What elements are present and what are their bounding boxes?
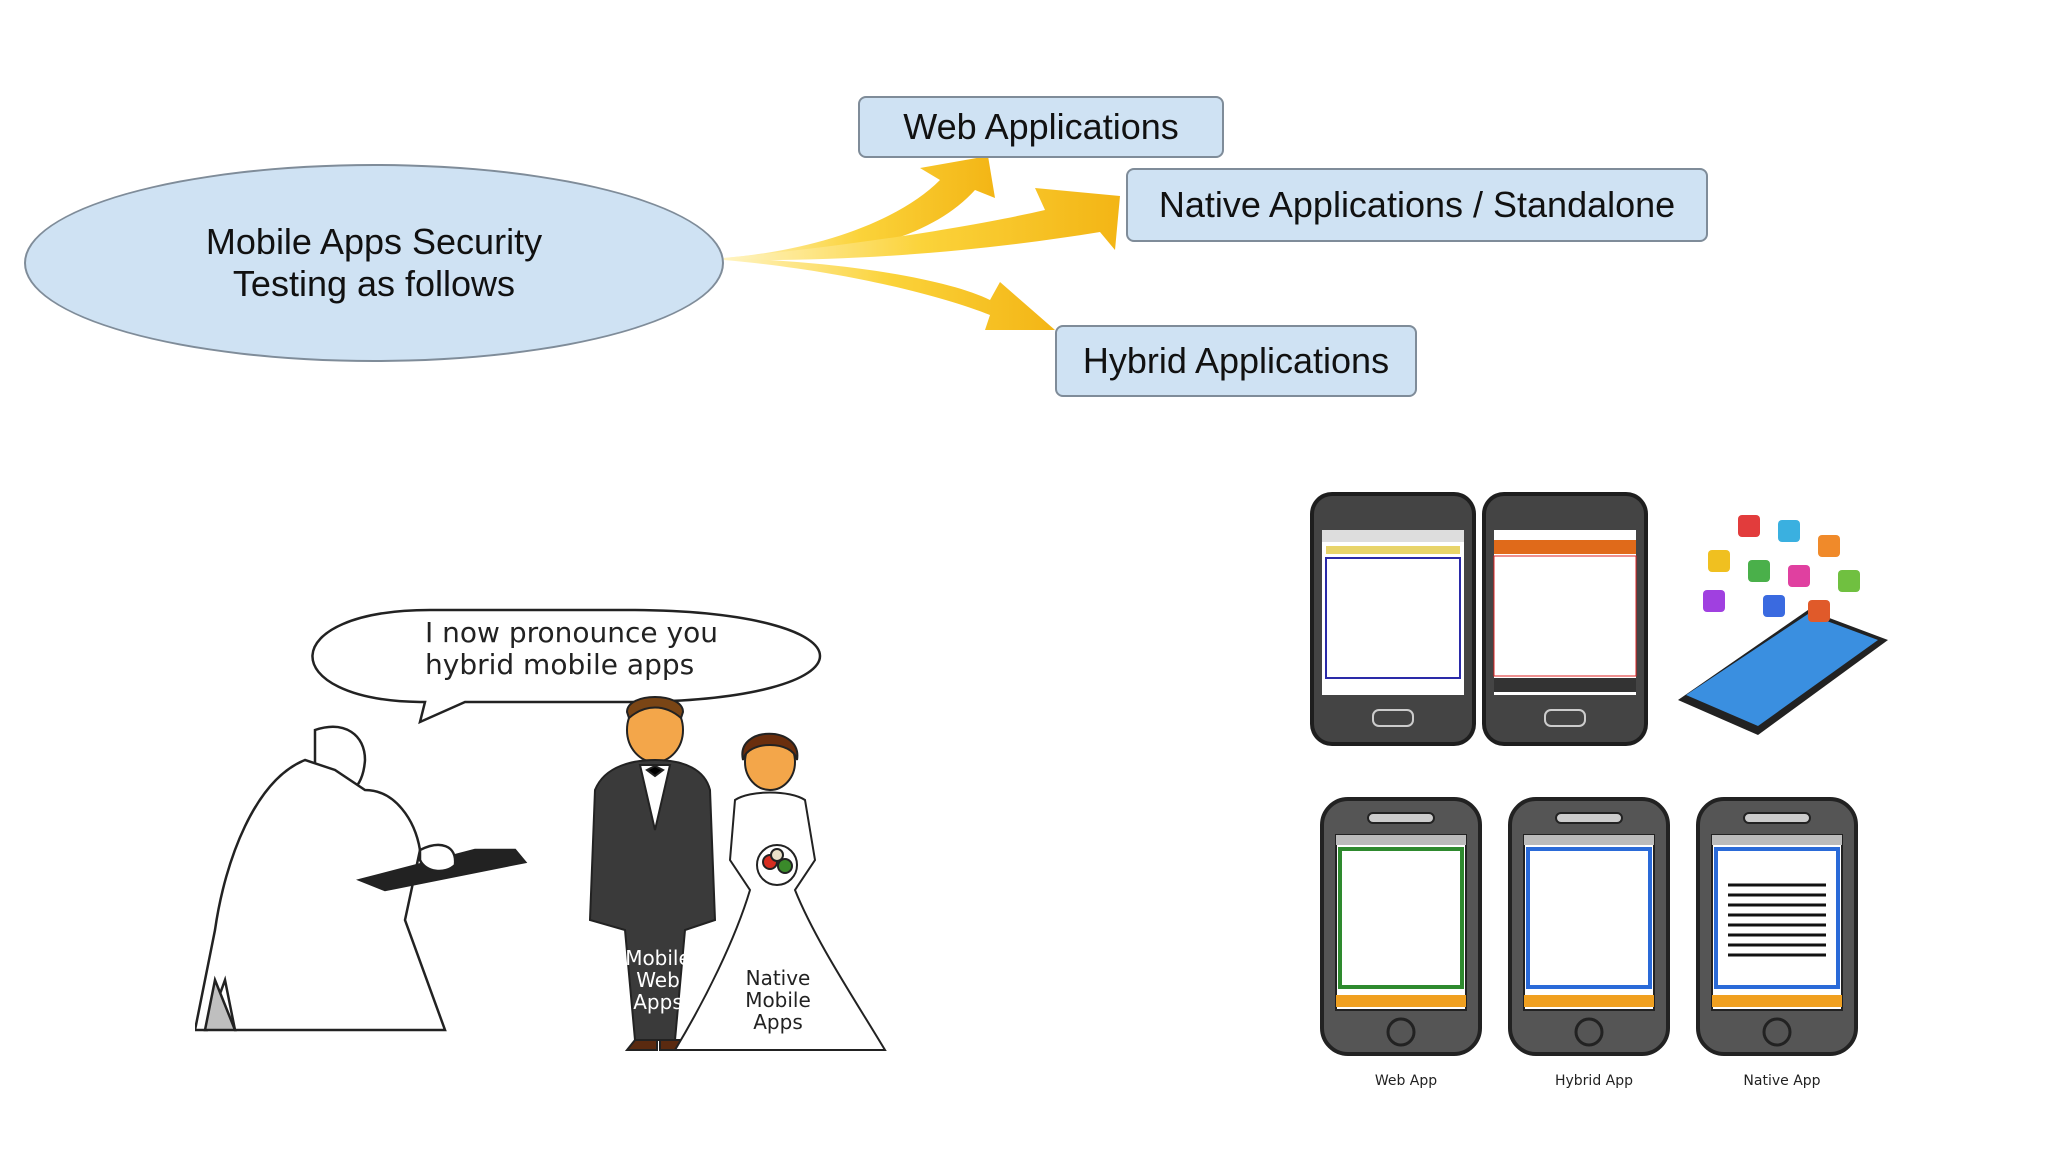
native-applications-label: Native Applications / Standalone [1158, 184, 1676, 225]
groom-label-2: Web [636, 968, 680, 992]
hybrid-app-caption: Hybrid App [1555, 1073, 1633, 1089]
arrow-to-hybrid [724, 258, 1055, 330]
phone-web-app [1320, 797, 1482, 1056]
phone-hybrid-mockup [1482, 492, 1648, 746]
groom-figure: Mobile Web Apps [588, 696, 717, 1051]
bride-label-2: Mobile [745, 988, 811, 1012]
groom-label-3: Apps [633, 990, 683, 1014]
arrow-to-web [724, 156, 995, 261]
native-app-caption: Native App [1743, 1073, 1820, 1089]
speech-line-2: hybrid mobile apps [425, 648, 694, 681]
priest-figure [195, 725, 528, 1032]
groom-label-1: Mobile [625, 946, 691, 970]
web-app-caption: Web App [1375, 1073, 1437, 1089]
speech-line-1: I now pronounce you [425, 616, 718, 649]
hybrid-applications-label: Hybrid Applications [1082, 340, 1390, 381]
phone-web-mockup [1310, 492, 1476, 746]
native-applications-box: Native Applications / Standalone [1126, 168, 1708, 242]
web-applications-label: Web Applications [903, 106, 1179, 147]
bride-label-1: Native [746, 966, 811, 990]
phone-native-app [1696, 797, 1858, 1056]
phones-illustration-bottom: Web App Hybrid App Native App [1320, 797, 1858, 1089]
bride-figure: Native Mobile Apps [673, 732, 887, 1051]
web-applications-box: Web Applications [858, 96, 1224, 158]
app-icon-cloud [1678, 515, 1888, 735]
topic-text: Mobile Apps Security Testing as follows [205, 221, 543, 304]
arrow-to-native [724, 188, 1120, 261]
wedding-cartoon: I now pronounce you hybrid mobile apps M… [195, 608, 887, 1051]
speech-bubble [311, 608, 821, 725]
phone-hybrid-app [1508, 797, 1670, 1056]
topic-ellipse: Mobile Apps Security Testing as follows [24, 164, 724, 362]
hybrid-applications-box: Hybrid Applications [1055, 325, 1417, 397]
phones-illustration-top [1310, 492, 1888, 746]
bride-label-3: Apps [753, 1010, 803, 1034]
